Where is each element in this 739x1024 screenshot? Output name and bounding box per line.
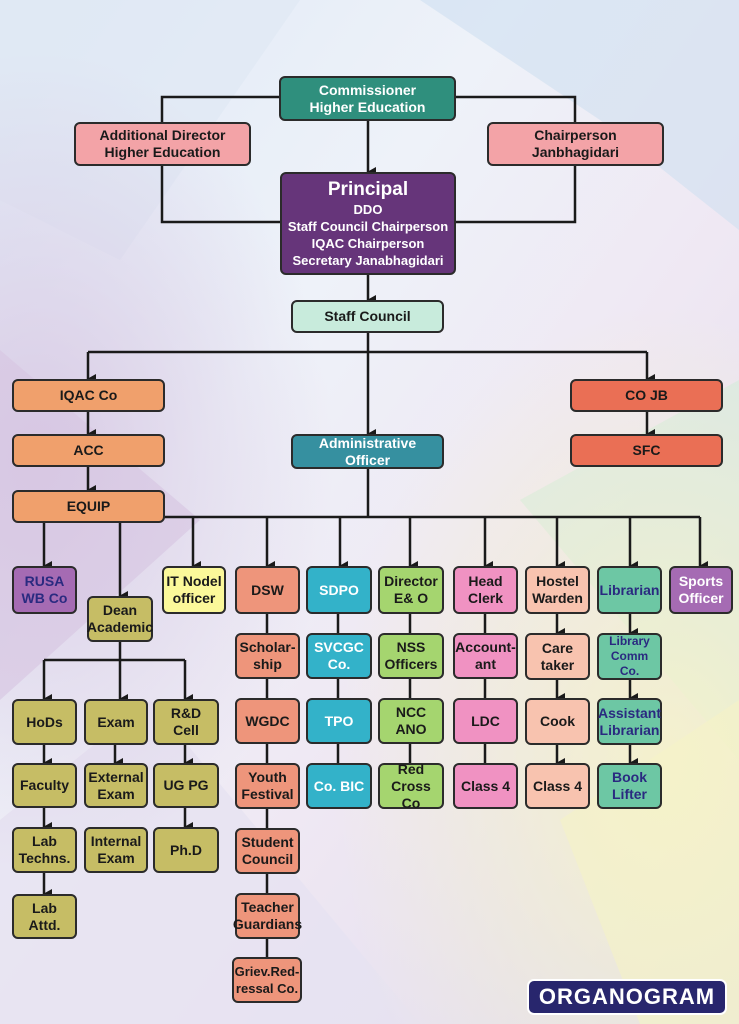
director-eo-box: Director E& O bbox=[378, 566, 444, 614]
grievance-redressal-box: Griev.Red- ressal Co. bbox=[232, 957, 302, 1003]
warden-class4-box: Class 4 bbox=[525, 763, 590, 809]
internal-exam-box: Internal Exam bbox=[84, 827, 148, 873]
wgdc-box: WGDC bbox=[235, 698, 300, 744]
dsw-box: DSW bbox=[235, 566, 300, 614]
ug-pg-box: UG PG bbox=[153, 763, 219, 808]
chairperson-box: Chairperson Janbhagidari bbox=[487, 122, 664, 166]
principal-roles: DDO Staff Council Chairperson IQAC Chair… bbox=[287, 201, 449, 268]
co-bic-box: Co. BIC bbox=[306, 763, 372, 809]
it-nodel-box: IT Nodel officer bbox=[162, 566, 226, 614]
head-clerk-box: Head Clerk bbox=[453, 566, 518, 614]
rusa-box: RUSA WB Co bbox=[12, 566, 77, 614]
red-cross-box: Red Cross Co bbox=[378, 761, 444, 811]
librarian-box: Librarian bbox=[597, 566, 662, 614]
svcgc-box: SVCGC Co. bbox=[306, 633, 372, 679]
care-taker-box: Care taker bbox=[525, 633, 590, 680]
hostel-warden-box: Hostel Warden bbox=[525, 566, 590, 614]
sdpo-box: SDPO bbox=[306, 566, 372, 614]
teacher-guardians-box: Teacher Guardians bbox=[233, 893, 302, 939]
nss-box: NSS Officers bbox=[378, 633, 444, 679]
library-comm-box: Library Comm Co. bbox=[597, 633, 662, 680]
lab-techns-box: Lab Techns. bbox=[12, 827, 77, 873]
accountant-box: Account- ant bbox=[453, 633, 518, 679]
commissioner-box: Commissioner Higher Education bbox=[279, 76, 456, 121]
principal-box: Principal DDO Staff Council Chairperson … bbox=[280, 172, 456, 275]
administrative-officer-box: Administrative Officer bbox=[291, 434, 444, 469]
additional-director-box: Additional Director Higher Education bbox=[74, 122, 251, 166]
faculty-box: Faculty bbox=[12, 763, 77, 808]
tpo-box: TPO bbox=[306, 698, 372, 744]
dean-academic-box: Dean Academic bbox=[87, 596, 153, 642]
organogram-badge: ORGANOGRAM bbox=[527, 979, 727, 1015]
student-council-box: Student Council bbox=[235, 828, 300, 874]
clerk-class4-box: Class 4 bbox=[453, 763, 518, 809]
external-exam-box: External Exam bbox=[84, 763, 148, 808]
cojb-box: CO JB bbox=[570, 379, 723, 412]
phd-box: Ph.D bbox=[153, 827, 219, 873]
ldc-box: LDC bbox=[453, 698, 518, 744]
lab-attd-box: Lab Attd. bbox=[12, 894, 77, 939]
ncc-box: NCC ANO bbox=[378, 698, 444, 744]
hods-box: HoDs bbox=[12, 699, 77, 745]
assistant-librarian-box: Assistant Librarian bbox=[597, 698, 662, 745]
scholarship-box: Scholar- ship bbox=[235, 633, 300, 679]
equip-box: EQUIP bbox=[12, 490, 165, 523]
staff-council-box: Staff Council bbox=[291, 300, 444, 333]
rd-cell-box: R&D Cell bbox=[153, 699, 219, 745]
sfc-box: SFC bbox=[570, 434, 723, 467]
cook-box: Cook bbox=[525, 698, 590, 745]
exam-box: Exam bbox=[84, 699, 148, 745]
iqac-box: IQAC Co bbox=[12, 379, 165, 412]
youth-festival-box: Youth Festival bbox=[235, 763, 300, 809]
sports-officer-box: Sports Officer bbox=[669, 566, 733, 614]
acc-box: ACC bbox=[12, 434, 165, 467]
book-lifter-box: Book Lifter bbox=[597, 763, 662, 809]
principal-title: Principal bbox=[327, 178, 409, 200]
